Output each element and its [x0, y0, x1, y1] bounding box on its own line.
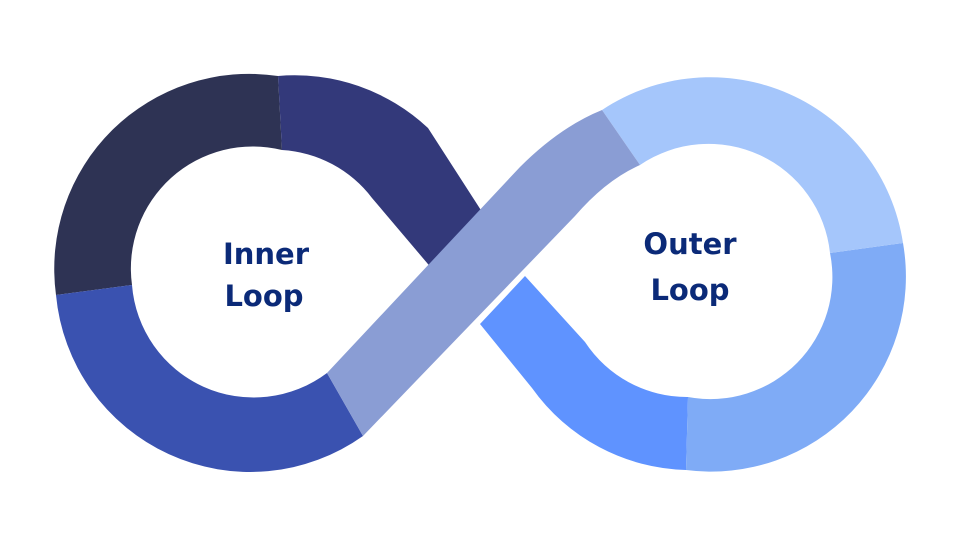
outer-loop-top-segment	[602, 77, 903, 253]
inner-loop-top-left-segment	[54, 73, 283, 295]
inner-loop-label-line1: Inner	[223, 237, 310, 271]
inner-loop-label-line2: Loop	[224, 279, 303, 313]
outer-loop-lower-left-segment	[480, 276, 688, 470]
outer-loop-label-line2: Loop	[650, 273, 729, 307]
inner-loop-top-right-segment	[278, 75, 486, 270]
outer-loop-label-line1: Outer	[643, 227, 737, 261]
inner-loop-bottom-segment	[56, 285, 363, 472]
outer-loop-bottom-right-segment	[686, 243, 906, 472]
crossing-band-segment	[327, 110, 640, 436]
